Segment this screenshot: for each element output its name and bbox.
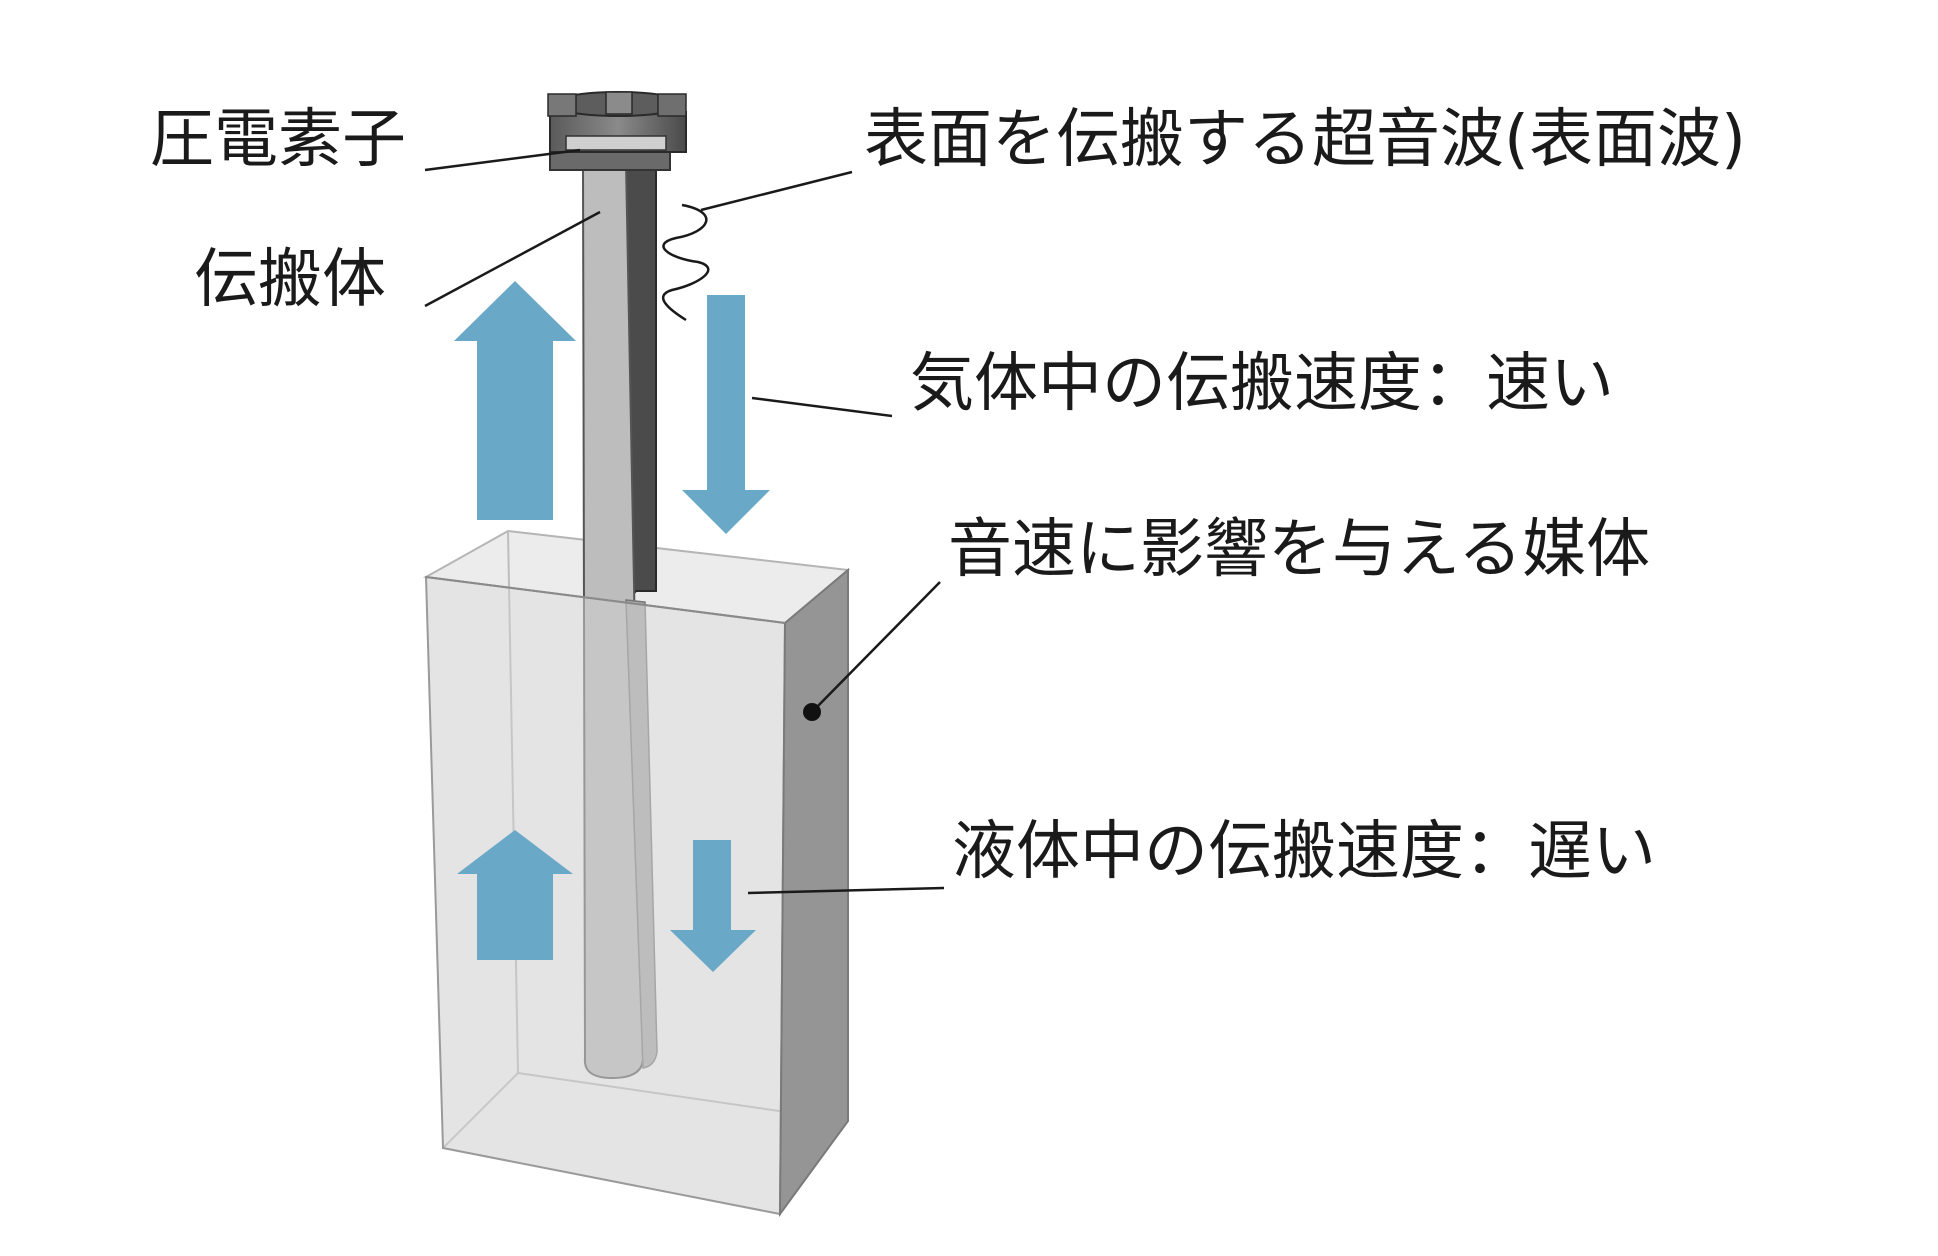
label-gas-speed: 気体中の伝搬速度：速い bbox=[910, 347, 1614, 421]
leader-gas bbox=[751, 396, 893, 418]
leader-surface-wave bbox=[700, 170, 853, 212]
arrow-up-icon bbox=[457, 830, 573, 960]
label-piezo-element: 圧電素子 bbox=[150, 103, 406, 177]
piezo-cap bbox=[547, 91, 687, 171]
arrow-down-icon bbox=[682, 295, 770, 534]
arrow-up-icon bbox=[454, 281, 576, 520]
label-liquid-speed: 液体中の伝搬速度：遅い bbox=[952, 815, 1656, 889]
label-medium: 音速に影響を与える媒体 bbox=[948, 513, 1651, 587]
surface-wave-curve bbox=[662, 203, 710, 322]
label-surface-wave: 表面を伝搬する超音波(表面波) bbox=[864, 103, 1746, 177]
leader-medium bbox=[811, 581, 941, 713]
leader-liquid bbox=[747, 886, 945, 895]
leader-body bbox=[424, 210, 601, 308]
label-propagation-body: 伝搬体 bbox=[194, 243, 386, 317]
leader-lines bbox=[424, 148, 945, 895]
leader-piezo bbox=[424, 148, 581, 172]
medium-pointer-dot bbox=[803, 703, 821, 721]
arrow-down-icon bbox=[670, 840, 756, 972]
